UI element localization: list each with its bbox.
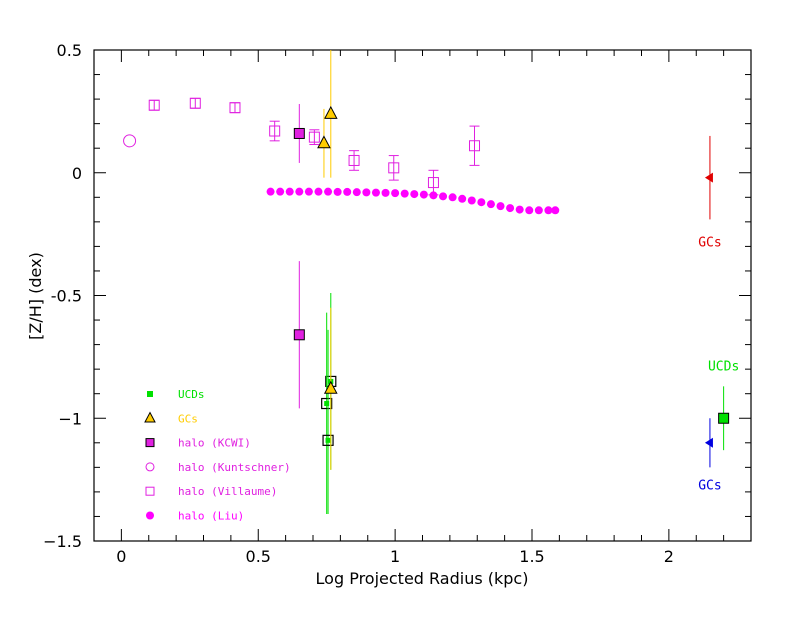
data-point bbox=[429, 191, 438, 200]
legend-label: UCDs bbox=[178, 388, 205, 401]
y-tick-label: -0.5 bbox=[51, 287, 82, 306]
data-point bbox=[323, 380, 338, 394]
data-point bbox=[410, 190, 419, 199]
data-point bbox=[324, 187, 333, 196]
data-point bbox=[352, 188, 361, 197]
series-0 bbox=[321, 293, 337, 514]
data-point bbox=[293, 127, 305, 139]
data-point bbox=[391, 189, 400, 198]
legend-label: GCs bbox=[178, 412, 198, 425]
series-3 bbox=[123, 134, 137, 148]
data-point bbox=[496, 202, 505, 211]
legend-marker bbox=[145, 462, 155, 472]
series-8 bbox=[704, 418, 713, 468]
data-point bbox=[314, 187, 323, 196]
series-5 bbox=[266, 187, 560, 215]
data-point bbox=[285, 187, 294, 196]
y-tick-label: 0.5 bbox=[57, 41, 82, 60]
data-point bbox=[333, 187, 342, 196]
series-2 bbox=[293, 104, 305, 409]
data-point bbox=[343, 187, 352, 196]
data-point bbox=[400, 189, 409, 198]
data-point bbox=[427, 177, 439, 189]
legend-label: halo (Liu) bbox=[178, 510, 244, 523]
legend-label: halo (Villaume) bbox=[178, 485, 277, 498]
data-point bbox=[295, 187, 304, 196]
data-point bbox=[229, 102, 241, 114]
legend-label: halo (Kuntschner) bbox=[178, 461, 291, 474]
data-point bbox=[704, 437, 713, 448]
y-axis-title: [Z/H] (dex) bbox=[26, 252, 45, 340]
data-point bbox=[348, 154, 360, 166]
data-point bbox=[123, 134, 137, 148]
data-point bbox=[266, 187, 275, 196]
data-point bbox=[439, 192, 448, 201]
tick-labels: 0 0.5 1 1.5 2 −1.5 −1 -0.5 0 0.5 bbox=[43, 41, 674, 566]
series-6 bbox=[704, 135, 713, 220]
y-tick-label: −1.5 bbox=[43, 532, 82, 551]
data-point bbox=[477, 198, 486, 207]
data-point bbox=[308, 131, 320, 143]
data-point bbox=[458, 194, 467, 203]
data-point bbox=[323, 105, 338, 119]
data-point bbox=[269, 125, 281, 137]
y-tick-label: −1 bbox=[58, 409, 82, 428]
data-point bbox=[515, 205, 524, 214]
data-point bbox=[321, 397, 333, 410]
data-point bbox=[304, 187, 313, 196]
annotation-label: UCDs bbox=[708, 359, 739, 374]
data-point bbox=[469, 140, 481, 152]
series-4 bbox=[148, 97, 481, 196]
data-point bbox=[371, 188, 380, 197]
annotation-label: GCs bbox=[698, 478, 721, 493]
data-point-core bbox=[324, 401, 330, 407]
legend-marker bbox=[145, 486, 155, 496]
data-point bbox=[293, 329, 305, 341]
data-point bbox=[506, 204, 515, 213]
legend-marker bbox=[145, 438, 155, 448]
x-tick-label: 0 bbox=[116, 547, 126, 566]
x-tick-label: 1.5 bbox=[519, 547, 544, 566]
legend-marker bbox=[144, 411, 156, 423]
x-tick-label: 2 bbox=[664, 547, 674, 566]
x-tick-label: 0.5 bbox=[246, 547, 271, 566]
data-point-core bbox=[325, 437, 331, 443]
data-point bbox=[148, 99, 160, 111]
series-7 bbox=[718, 386, 730, 451]
data-point bbox=[448, 193, 457, 202]
legend-marker bbox=[146, 511, 154, 520]
axis-ticks bbox=[93, 49, 752, 542]
data-point bbox=[322, 434, 334, 446]
data-marks bbox=[123, 50, 730, 514]
data-point bbox=[388, 162, 400, 174]
data-point bbox=[525, 206, 534, 215]
data-point bbox=[317, 135, 331, 149]
data-point bbox=[189, 97, 201, 109]
data-point bbox=[362, 188, 371, 197]
data-point bbox=[704, 172, 713, 183]
annotation-label: GCs bbox=[698, 235, 721, 250]
y-tick-label: 0 bbox=[72, 164, 82, 183]
data-point bbox=[467, 196, 476, 205]
x-tick-label: 1 bbox=[390, 547, 400, 566]
data-point bbox=[381, 188, 390, 197]
data-point bbox=[419, 190, 428, 199]
series-1 bbox=[317, 50, 338, 470]
data-point bbox=[718, 412, 730, 424]
data-point bbox=[544, 206, 553, 215]
data-point bbox=[276, 187, 285, 196]
data-point bbox=[486, 200, 495, 209]
legend-marker bbox=[147, 391, 153, 397]
data-point bbox=[551, 206, 560, 215]
data-point bbox=[534, 206, 543, 215]
x-axis-title: Log Projected Radius (kpc) bbox=[316, 569, 529, 588]
legend-label: halo (KCWI) bbox=[178, 437, 251, 450]
